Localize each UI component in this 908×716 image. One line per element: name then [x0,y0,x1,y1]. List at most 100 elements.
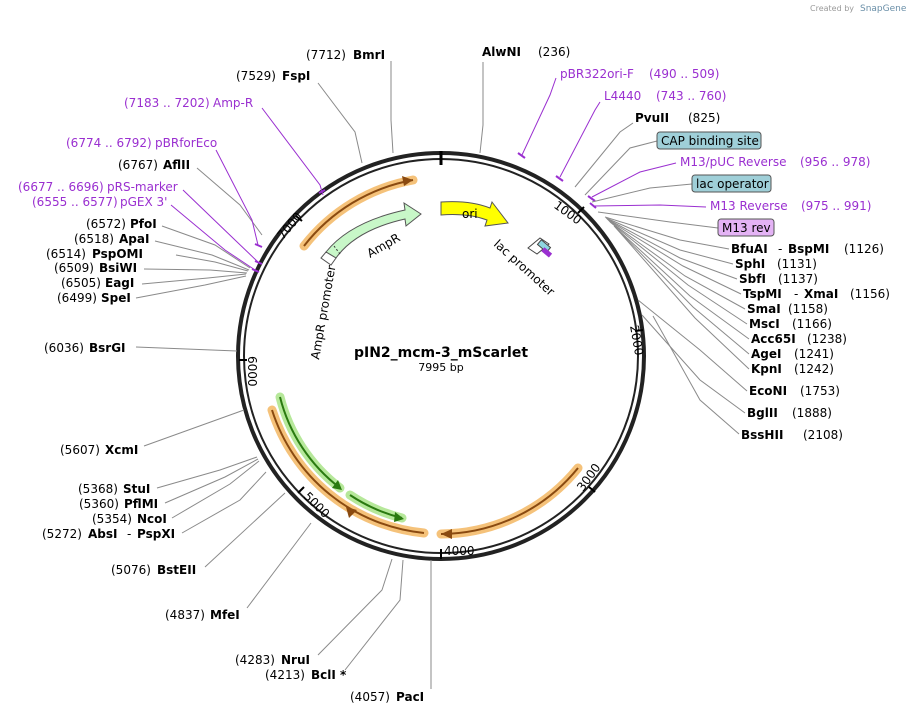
prs-marker-range: (6677 .. 6696) [18,180,104,194]
green-arc-1-arrowhead [332,480,342,490]
sphi-name[interactable]: SphI [735,257,765,271]
nrui-leader [317,558,393,656]
lac-operator-mark [536,239,552,253]
smai-name[interactable]: SmaI [747,302,781,316]
stui-name[interactable]: StuI [123,482,150,496]
pspxi-name[interactable]: PspXI [137,527,175,541]
bglii-name[interactable]: BglII [747,406,778,420]
pflmi-leader [164,458,259,504]
pgex3-name[interactable]: pGEX 3' [120,195,167,209]
apai-position: (6518) [74,232,114,246]
pvuii-leader [574,122,634,188]
orf-arc-top [303,179,414,247]
pbrforeco-name[interactable]: pBRforEco [155,136,217,150]
bcli-name[interactable]: BclI * [311,668,347,682]
bmri-name[interactable]: BmrI [353,48,385,62]
spei-name[interactable]: SpeI [101,291,131,305]
l4440-mark [555,175,564,182]
orf-arc-bottom [440,467,579,535]
apai-name[interactable]: ApaI [119,232,149,246]
bsshii-name[interactable]: BssHII [741,428,783,442]
green-arcs [275,392,407,523]
absi-name[interactable]: AbsI [88,527,117,541]
tspmi-name[interactable]: TspMI [743,287,782,301]
bfuai-dash: - [778,242,782,256]
pfoi-name[interactable]: PfoI [130,217,157,231]
mfei-name[interactable]: MfeI [210,608,240,622]
ampr-feature[interactable] [325,201,422,259]
nrui-name[interactable]: NruI [281,653,310,667]
xcmi-name[interactable]: XcmI [105,443,138,457]
pbr322ori-f-name[interactable]: pBR322ori-F [560,67,634,81]
tick-label-2000: 2000 [627,324,646,357]
m13-rev-leader [597,211,719,229]
l4440-name[interactable]: L4440 [604,89,641,103]
tick-1000 [577,206,585,214]
alwni-leader [479,62,484,154]
pflmi-name[interactable]: PflMI [124,497,158,511]
created-by-label: Created by [810,4,854,13]
cap-site-box[interactable] [656,131,762,150]
m13-reverse-name[interactable]: M13 Reverse [710,199,788,213]
pbrforeco-range: (6774 .. 6792) [66,136,152,150]
ncoi-position: (5354) [92,512,132,526]
aflii-name[interactable]: AflII [163,158,190,172]
pgex3-leader [170,204,256,271]
bsrgi-name[interactable]: BsrGI [89,341,126,355]
amp-r-name[interactable]: Amp-R [213,96,253,110]
pbr322ori-f-range: (490 .. 509) [649,67,719,81]
amp-r-leader [261,107,324,196]
ori-feature[interactable] [440,200,509,227]
alwni-position: (236) [538,45,570,59]
sbfi-name[interactable]: SbfI [739,272,766,286]
left-sites: (7712) BmrI (7529) FspI (6767) AflII (65… [42,48,432,704]
ampr-promoter-feature[interactable] [320,251,337,266]
agei-name[interactable]: AgeI [751,347,781,361]
pspomi-name[interactable]: PspOMI [92,247,143,261]
msci-name[interactable]: MscI [749,317,780,331]
eagi-name[interactable]: EagI [105,276,134,290]
aflii-leader [196,167,263,236]
bsteii-name[interactable]: BstEII [157,563,196,577]
prs-marker-mark [254,260,263,265]
paci-name[interactable]: PacI [396,690,424,704]
m13-puc-reverse-name[interactable]: M13/pUC Reverse [680,155,787,169]
pbr322ori-f-mark [517,152,526,159]
sbfi-position: (1137) [778,272,818,286]
eagi-position: (6505) [61,276,101,290]
xmai-name[interactable]: XmaI [804,287,838,301]
agei-leader [614,226,750,355]
bsshii-leader [652,315,740,435]
pflmi-position: (5360) [79,497,119,511]
bfuai-name[interactable]: BfuAI [731,242,768,256]
ncoi-name[interactable]: NcoI [137,512,167,526]
ampr-promoter-label: AmpR promoter [308,264,338,360]
tick-marks [239,206,644,559]
econi-name[interactable]: EcoNI [749,384,787,398]
tspmi-position: (1156) [850,287,890,301]
msci-position: (1166) [792,317,832,331]
paci-position: (4057) [350,690,390,704]
l4440-leader [559,101,601,178]
fspi-name[interactable]: FspI [282,69,310,83]
pfoi-leader [161,225,251,269]
left-primers: (7183 .. 7202) Amp-R (6774 .. 6792) pBRf… [18,96,326,273]
bspmi-name[interactable]: BspMI [788,242,829,256]
prs-marker-name[interactable]: pRS-marker [107,180,178,194]
bsrgi-position: (6036) [44,341,84,355]
pgex3-mark [251,268,260,273]
pvuii-name[interactable]: PvuII [635,111,669,125]
bsiwi-name[interactable]: BsiWI [99,261,137,275]
xcmi-position: (5607) [60,443,100,457]
amp-r-range: (7183 .. 7202) [124,96,210,110]
pvuii-position: (825) [688,111,720,125]
acc65i-name[interactable]: Acc65I [751,332,796,346]
tick-label-4000: 4000 [444,544,475,558]
kpni-name[interactable]: KpnI [751,362,782,376]
bsiwi-leader [143,268,248,274]
stui-position: (5368) [78,482,118,496]
alwni-name[interactable]: AlwNI [482,45,521,59]
lac-operator-box[interactable] [691,174,772,193]
bcli-position: (4213) [265,668,305,682]
m13-rev-box[interactable] [717,218,775,237]
